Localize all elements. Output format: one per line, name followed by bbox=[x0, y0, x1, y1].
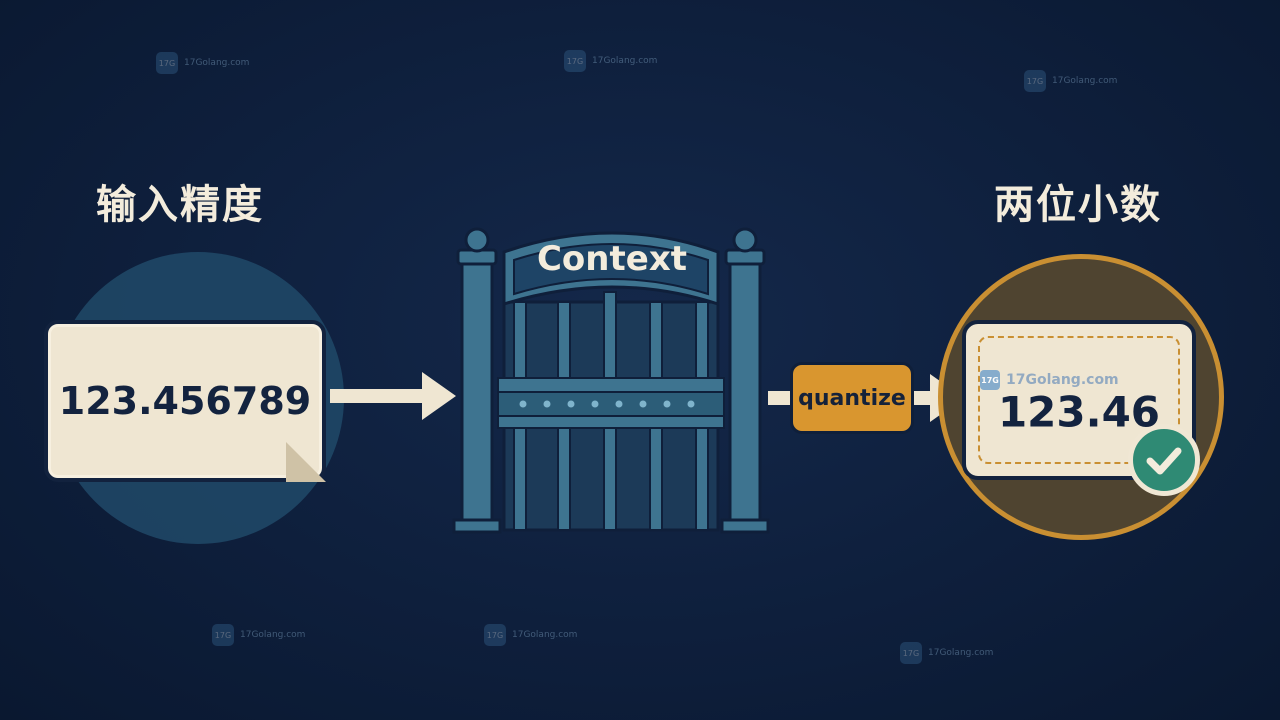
watermark: 17G 17Golang.com bbox=[212, 624, 305, 646]
check-badge bbox=[1128, 424, 1200, 496]
input-precision-heading: 输入精度 bbox=[96, 182, 264, 228]
watermark: 17G 17Golang.com bbox=[980, 370, 1119, 390]
watermark-text: 17Golang.com bbox=[1052, 76, 1118, 86]
watermark-logo: 17G bbox=[484, 624, 506, 646]
arrow-to-gate-shaft bbox=[330, 389, 426, 403]
arrow-to-output-shaft bbox=[914, 391, 934, 405]
two-decimals-heading: 两位小数 bbox=[994, 182, 1162, 228]
watermark-logo: 17G bbox=[212, 624, 234, 646]
watermark: 17G 17Golang.com bbox=[1024, 70, 1117, 92]
output-value: 123.46 bbox=[997, 387, 1161, 437]
watermark-text: 17Golang.com bbox=[184, 58, 250, 68]
page-fold-corner bbox=[286, 442, 326, 482]
watermark-logo: 17G bbox=[900, 642, 922, 664]
watermark: 17G 17Golang.com bbox=[484, 624, 577, 646]
watermark-site-text: 17Golang.com bbox=[1006, 372, 1119, 388]
watermark-logo: 17G bbox=[564, 50, 586, 72]
watermark-text: 17Golang.com bbox=[592, 56, 658, 66]
arrow-right-icon bbox=[422, 372, 456, 420]
watermark-text: 17Golang.com bbox=[512, 630, 578, 640]
input-value: 123.456789 bbox=[58, 379, 312, 423]
watermark-text: 17Golang.com bbox=[928, 648, 994, 658]
quantize-operation: quantize bbox=[790, 362, 914, 434]
input-value-card: 123.456789 bbox=[44, 320, 326, 482]
watermark-logo: 17G bbox=[156, 52, 178, 74]
watermark: 17G 17Golang.com bbox=[900, 642, 993, 664]
gate-context-label: Context bbox=[537, 239, 687, 279]
gate-icon: Context bbox=[452, 227, 770, 534]
watermark-logo: 17G bbox=[1024, 70, 1046, 92]
watermark: 17G 17Golang.com bbox=[564, 50, 657, 72]
check-icon bbox=[1146, 447, 1182, 475]
arrow-to-quantize-shaft bbox=[768, 391, 792, 405]
watermark: 17G 17Golang.com bbox=[156, 52, 249, 74]
dashed-border bbox=[978, 336, 1180, 464]
quantize-label: quantize bbox=[798, 385, 906, 411]
watermark-logo: 17G bbox=[980, 370, 1000, 390]
watermark-text: 17Golang.com bbox=[240, 630, 306, 640]
